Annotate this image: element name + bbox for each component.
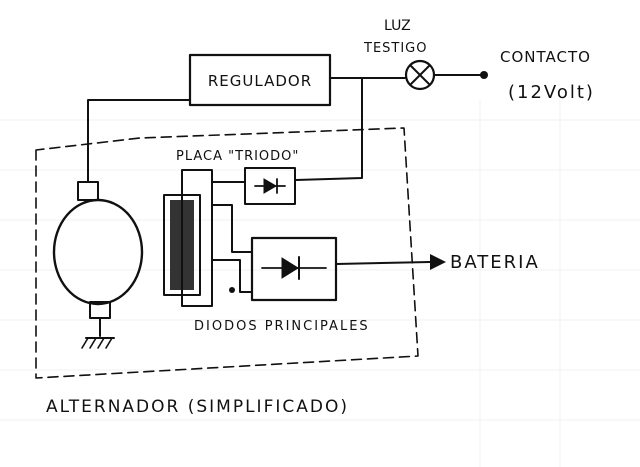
wire-stator-main-a <box>211 204 253 253</box>
contact-label-line1: CONTACTO <box>500 48 591 66</box>
battery-arrow-icon <box>430 254 446 270</box>
wire-junction-triode <box>295 77 363 181</box>
lamp-label-line1: LUZ <box>384 18 411 34</box>
regulator-box <box>188 53 332 107</box>
ground-icon <box>81 337 115 349</box>
alternator-label: ALTERNADOR (SIMPLIFICADO) <box>46 397 349 417</box>
wire-stator-main-b <box>211 259 253 293</box>
lamp-label-line2: TESTIGO <box>363 41 428 56</box>
main-diodes-label: DIODOS PRINCIPALES <box>194 319 370 334</box>
main-diode-icon <box>261 256 327 280</box>
indicator-lamp-icon <box>404 59 436 91</box>
wire-alternator-regulator <box>87 99 191 183</box>
regulator-label: REGULADOR <box>208 72 312 90</box>
triode-diode-box <box>244 167 296 205</box>
alternator-enclosure <box>35 127 419 379</box>
battery-label: BATERIA <box>450 252 540 273</box>
alternator-rotor-icon <box>52 181 144 337</box>
stator-winding-block <box>163 169 213 307</box>
diode-icon <box>254 178 286 194</box>
contact-terminal-dot <box>480 71 488 79</box>
wire-main-battery <box>335 261 431 265</box>
paper-grid <box>0 100 640 467</box>
main-diodes-box <box>250 236 338 302</box>
triode-plate-label: PLACA "TRIODO" <box>176 149 299 164</box>
contact-label-line2: (12Volt) <box>508 82 595 103</box>
junction-dot <box>229 287 235 293</box>
